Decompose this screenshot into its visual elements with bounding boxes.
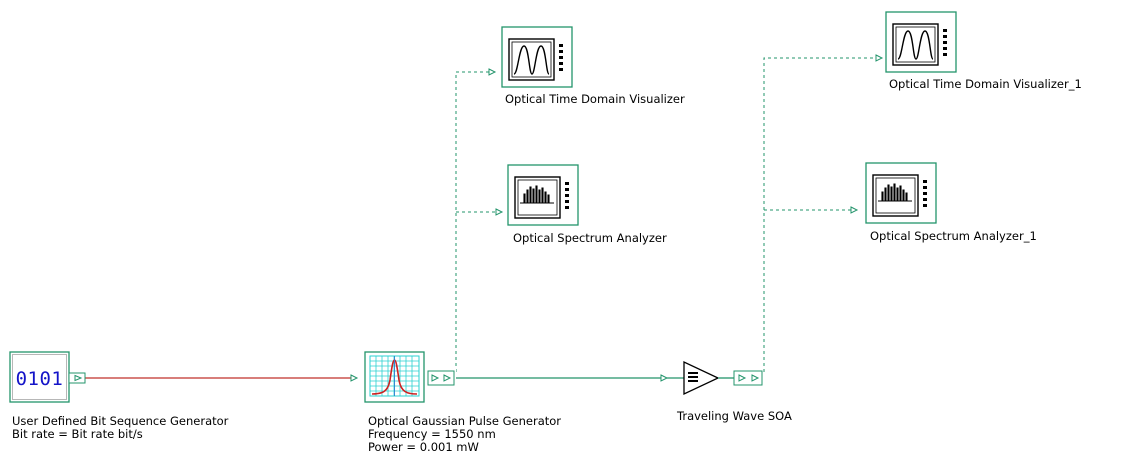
soa-name: Traveling Wave SOA xyxy=(677,409,792,423)
gaussian-pulse-icon xyxy=(369,355,420,397)
electrical-wire[interactable] xyxy=(85,374,359,382)
pulse-generator-name: Optical Gaussian Pulse Generator xyxy=(368,414,562,428)
bit-generator-param-bitrate: Bit rate = Bit rate bit/s xyxy=(12,427,143,441)
monitor-wire-to-osa[interactable] xyxy=(456,208,504,216)
amplifier-triangle-icon xyxy=(683,360,734,396)
monitor-wire-to-otdv[interactable] xyxy=(455,68,497,372)
monitor-wire-to-otdv-1[interactable] xyxy=(763,54,884,372)
bit-sequence-generator[interactable]: 0101 xyxy=(9,351,86,403)
traveling-wave-soa[interactable] xyxy=(683,360,763,396)
osa-1-name: Optical Spectrum Analyzer_1 xyxy=(870,229,1037,243)
otdv-name: Optical Time Domain Visualizer xyxy=(505,92,685,106)
output-port[interactable] xyxy=(68,372,86,384)
time-domain-waveform-icon xyxy=(892,23,947,66)
bit-sequence-icon: 0101 xyxy=(16,368,64,390)
pulse-generator-param-frequency: Frequency = 1550 nm xyxy=(368,427,496,441)
gaussian-pulse-generator[interactable] xyxy=(364,351,456,403)
optical-time-domain-visualizer[interactable] xyxy=(501,26,573,88)
osa-name: Optical Spectrum Analyzer xyxy=(513,231,667,245)
spectrum-icon xyxy=(872,174,927,217)
optical-spectrum-analyzer-1[interactable] xyxy=(865,162,937,224)
pulse-generator-param-power: Power = 0.001 mW xyxy=(368,440,479,454)
output-port[interactable] xyxy=(426,367,456,389)
optical-wire-pulse-to-soa[interactable] xyxy=(456,374,684,382)
optical-spectrum-analyzer[interactable] xyxy=(507,164,579,226)
output-port[interactable] xyxy=(733,370,763,386)
time-domain-waveform-icon xyxy=(508,38,563,81)
bit-generator-name: User Defined Bit Sequence Generator xyxy=(12,414,229,428)
optical-time-domain-visualizer-1[interactable] xyxy=(885,11,957,73)
spectrum-icon xyxy=(514,176,569,219)
otdv-1-name: Optical Time Domain Visualizer_1 xyxy=(889,77,1082,91)
monitor-wire-to-osa-1[interactable] xyxy=(764,206,859,214)
